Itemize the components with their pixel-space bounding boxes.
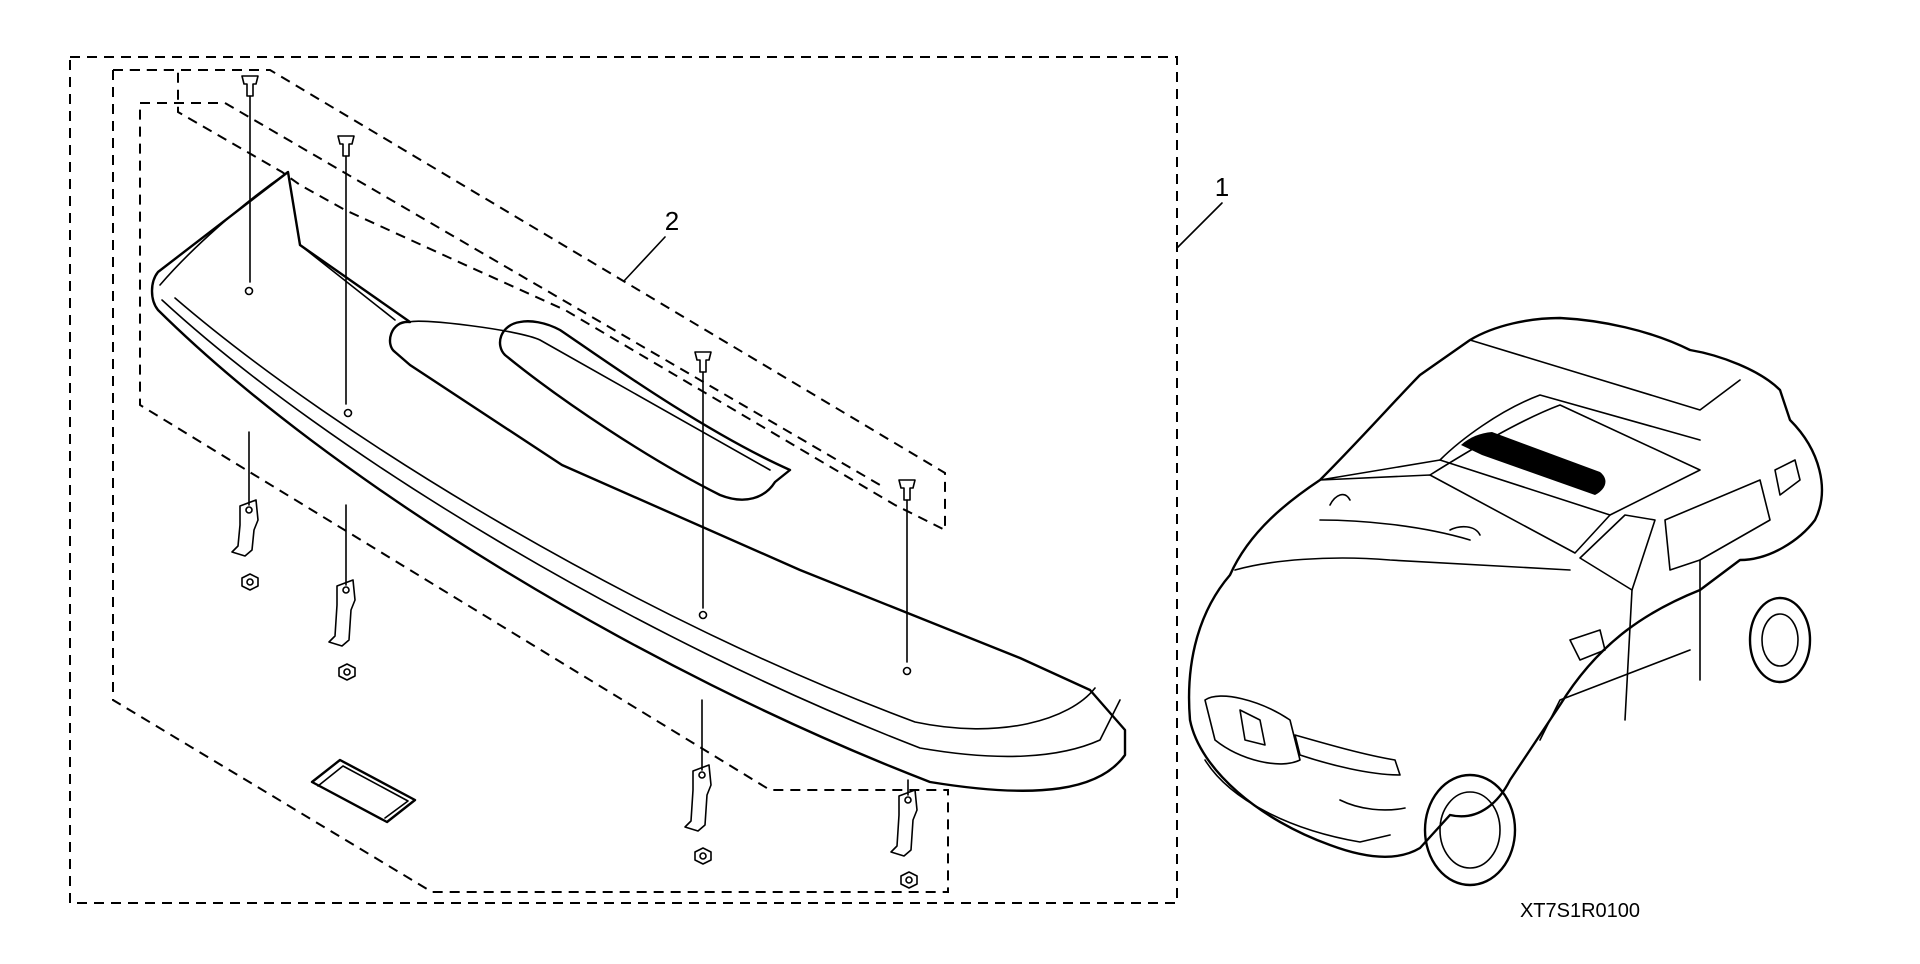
kit-outline-box bbox=[69, 56, 1178, 904]
mount-hole bbox=[902, 666, 912, 676]
screw bbox=[694, 351, 712, 609]
screw bbox=[337, 135, 355, 405]
mounting-screws bbox=[241, 75, 916, 663]
mount-hole bbox=[698, 610, 708, 620]
side-mirror bbox=[1569, 629, 1606, 661]
spoiler-leader-line bbox=[623, 236, 666, 282]
bracket-assembly bbox=[684, 699, 712, 865]
vehicle-illustration bbox=[1187, 316, 1823, 887]
front-wheel bbox=[1423, 773, 1517, 887]
rear-glass-highlight bbox=[1461, 432, 1606, 495]
screw bbox=[241, 75, 259, 283]
brake-light-housing bbox=[498, 320, 792, 501]
screw bbox=[898, 479, 916, 663]
hardware-outline bbox=[140, 102, 881, 486]
mount-hole bbox=[343, 408, 353, 418]
spoiler-assembly-outline bbox=[113, 69, 946, 532]
bracket-assembly bbox=[231, 431, 259, 591]
bracket-assembly bbox=[890, 779, 918, 889]
adhesive-pad bbox=[310, 758, 417, 824]
mount-hole bbox=[244, 286, 254, 296]
callout-spoiler-number: 2 bbox=[665, 206, 679, 236]
spoiler-assembly-outline-lower bbox=[112, 70, 949, 893]
bracket-assembly bbox=[328, 504, 356, 681]
brackets-and-nuts bbox=[231, 431, 918, 889]
figure-code: XT7S1R0100 bbox=[1520, 900, 1640, 922]
rear-wheel bbox=[1748, 596, 1812, 684]
rear-spoiler bbox=[150, 170, 1127, 792]
callout-kit-number: 1 bbox=[1215, 172, 1229, 202]
kit-leader-line bbox=[1176, 202, 1223, 249]
